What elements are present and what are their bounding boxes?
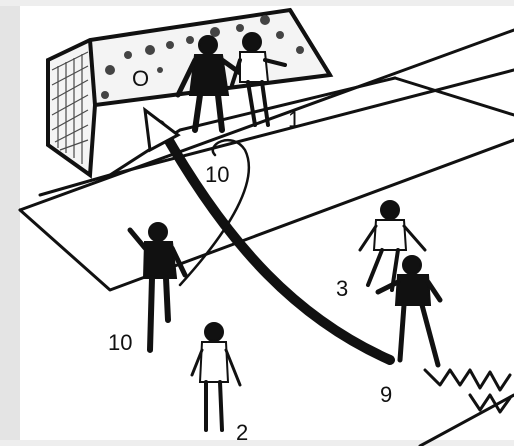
label-player-3: 3 <box>336 276 348 301</box>
frame-bottom <box>0 440 514 446</box>
frame-left <box>0 0 20 446</box>
label-player-1: 1 <box>288 107 300 132</box>
label-player-2: 2 <box>236 420 248 445</box>
label-player-10-goal: 10 <box>205 162 229 187</box>
label-player-9: 9 <box>380 382 392 407</box>
ball-marker: O <box>132 66 149 91</box>
label-player-10-left: 10 <box>108 330 132 355</box>
frame-top <box>0 0 514 6</box>
